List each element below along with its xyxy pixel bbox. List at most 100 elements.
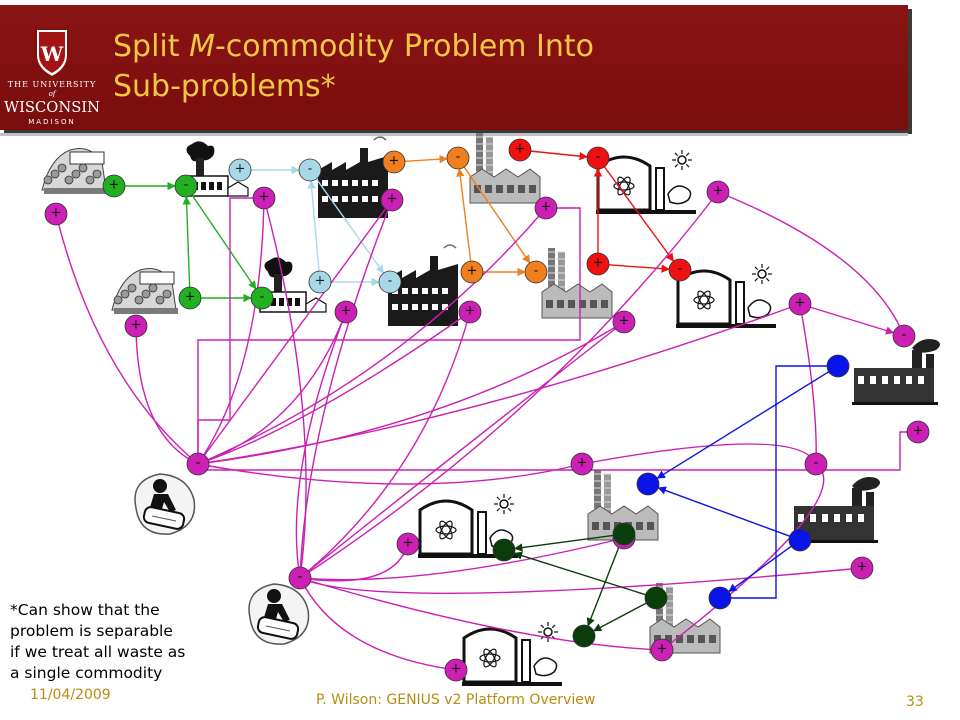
flow-edge	[299, 191, 719, 579]
node-sign: -	[388, 274, 393, 289]
flow-edge	[719, 365, 838, 603]
node-sign: -	[456, 150, 461, 165]
flow-edge	[197, 303, 801, 468]
flow-edge	[456, 168, 472, 262]
node-sign: +	[541, 200, 552, 215]
logo-name-text: WISCONSIN	[4, 98, 100, 116]
logo-of-text: of	[49, 90, 57, 98]
flow-edge	[603, 166, 675, 262]
node-sign: +	[389, 154, 400, 169]
flow-edge	[810, 306, 895, 335]
flow-edge	[296, 199, 393, 579]
node-sign: -	[298, 570, 303, 585]
fabrication-plant-icon	[318, 136, 388, 218]
edge-layer	[55, 150, 918, 671]
flow-node-fb1p: +	[382, 150, 406, 174]
flow-node-b3	[788, 528, 812, 552]
footnote-line: a single commodity	[10, 664, 163, 682]
flow-edge	[197, 197, 265, 465]
flow-edge	[592, 602, 647, 632]
node-sign: +	[593, 256, 604, 271]
flow-node-w11: -	[892, 324, 916, 348]
flow-edge	[294, 311, 347, 579]
flow-edge	[182, 196, 191, 288]
flow-node-en1p: +	[228, 158, 252, 182]
footnote: *Can show that the problem is separable …	[10, 600, 230, 684]
title-line-2: Sub-problems*	[113, 69, 336, 104]
flow-edge	[197, 199, 393, 465]
node-sign: +	[387, 192, 398, 207]
flow-edge	[717, 191, 906, 337]
reprocessing-plant-icon	[852, 339, 940, 405]
footnote-line: problem is separable	[10, 622, 173, 640]
flow-node-ws1: -	[186, 452, 210, 476]
flow-node-w12: +	[906, 420, 930, 444]
flow-edge	[581, 443, 817, 465]
slide-credit: P. Wilson: GENIUS v2 Platform Overview	[316, 692, 596, 708]
waste-repository-icon	[134, 473, 196, 535]
node-sign: +	[315, 274, 326, 289]
flow-node-w04: +	[534, 196, 558, 220]
flow-edge	[299, 576, 663, 651]
flow-node-w05: +	[706, 180, 730, 204]
flow-edge	[608, 264, 670, 273]
flow-node-b4	[708, 586, 732, 610]
node-sign: +	[857, 560, 868, 575]
node-sign: +	[465, 304, 476, 319]
title-line-1: Split M-commodity Problem Into	[113, 29, 595, 64]
slide-title: Split M-commodity Problem Into Sub-probl…	[113, 27, 873, 107]
flow-node-fb2m: -	[524, 260, 548, 284]
flow-edge	[197, 207, 547, 465]
reactor-icon	[596, 150, 696, 214]
mine-icon	[111, 268, 178, 314]
flow-node-b2	[636, 472, 660, 496]
node-sign: +	[515, 142, 526, 157]
waste-repository-icon	[248, 583, 310, 645]
flow-node-w10: +	[788, 292, 812, 316]
node-sign: +	[795, 296, 806, 311]
flow-edge	[315, 178, 385, 274]
flow-node-w08: +	[458, 300, 482, 324]
flow-node-w14: +	[570, 452, 594, 476]
flow-edge	[404, 154, 448, 164]
node-sign: +	[131, 318, 142, 333]
node-sign: -	[814, 456, 819, 471]
flow-node-rx1p: +	[508, 138, 532, 162]
node-sign: -	[196, 456, 201, 471]
flow-node-w15: +	[396, 532, 420, 556]
flow-node-rx1m: -	[586, 146, 610, 170]
node-sign: +	[577, 456, 588, 471]
mine-icon	[41, 148, 108, 194]
flow-node-w13: -	[804, 452, 828, 476]
enrichment-plant-icon	[181, 141, 249, 197]
flow-edge	[299, 567, 863, 594]
flow-edge	[586, 543, 621, 627]
flow-node-fb2p: +	[460, 260, 484, 284]
node-sign: +	[713, 184, 724, 199]
flow-edge	[661, 463, 825, 651]
flow-edge	[299, 577, 457, 671]
flow-node-en1m: -	[298, 158, 322, 182]
crest-letter: W	[40, 42, 64, 66]
processing-plant-icon	[469, 133, 541, 204]
flow-edge	[299, 537, 625, 583]
flow-node-w07: +	[334, 300, 358, 324]
node-sign: +	[913, 424, 924, 439]
node-sign: -	[596, 150, 601, 165]
node-sign: +	[235, 162, 246, 177]
flow-node-w06: +	[124, 314, 148, 338]
flow-node-w02: +	[252, 186, 276, 210]
slide-date: 11/04/2009	[30, 687, 111, 703]
flow-node-mg1p: +	[102, 174, 126, 198]
node-sign: +	[109, 178, 120, 193]
flow-edge	[55, 213, 199, 465]
node-sign: +	[619, 314, 630, 329]
flow-edge	[513, 551, 646, 596]
reactor-icon	[462, 622, 562, 686]
flow-edge	[197, 321, 625, 468]
flow-node-en2m: -	[378, 270, 402, 294]
node-sign: -	[308, 162, 313, 177]
flow-edge	[307, 180, 320, 272]
flow-edge	[299, 321, 625, 579]
